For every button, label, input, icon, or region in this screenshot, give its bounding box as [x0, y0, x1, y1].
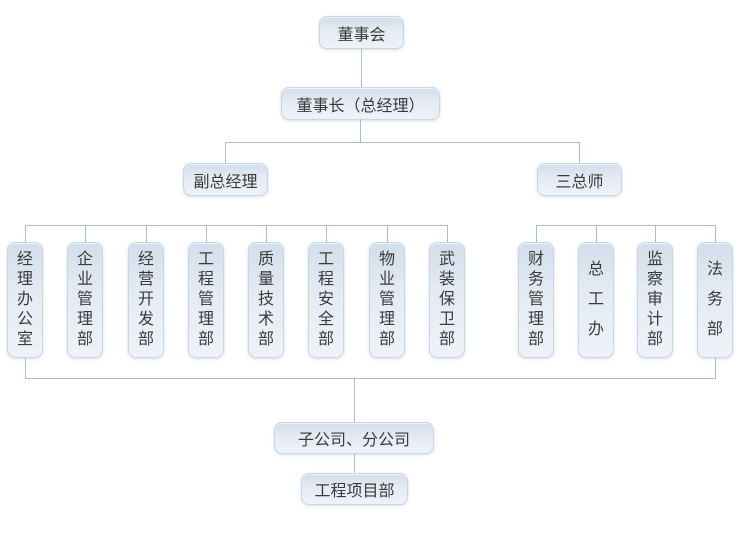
- org-node-dept-armed-security: 武装保卫部: [429, 242, 465, 358]
- org-node-dept-enterprise-mgmt: 企业管理部: [67, 242, 103, 358]
- connector-line: [715, 225, 716, 242]
- org-node-dept-supervision-audit: 监察审计部: [637, 242, 673, 358]
- connector-line: [655, 225, 656, 242]
- connector-line: [25, 378, 716, 379]
- org-node-board: 董事会: [319, 16, 404, 49]
- connector-line: [25, 358, 26, 378]
- connector-line: [25, 225, 26, 242]
- connector-line: [225, 142, 580, 143]
- org-node-dept-legal-affairs: 法务部: [697, 242, 733, 358]
- connector-line: [354, 378, 355, 422]
- org-node-subsidiaries: 子公司、分公司: [274, 422, 434, 454]
- org-node-dept-chief-engineer-office: 总工办: [578, 242, 614, 358]
- org-node-dept-engineering-safety: 工程安全部: [308, 242, 344, 358]
- connector-line: [360, 120, 361, 142]
- connector-line: [536, 225, 537, 242]
- connector-line: [715, 358, 716, 378]
- org-node-chief-engineers: 三总师: [537, 163, 622, 196]
- org-node-dept-engineering-mgmt: 工程管理部: [188, 242, 224, 358]
- connector-line: [225, 142, 226, 163]
- connector-line: [25, 225, 448, 226]
- org-node-dept-quality-tech: 质量技术部: [248, 242, 284, 358]
- connector-line: [387, 225, 388, 242]
- connector-line: [536, 225, 716, 226]
- org-node-chairman: 董事长（总经理）: [281, 87, 440, 120]
- connector-line: [326, 225, 327, 242]
- org-node-deputy-gm: 副总经理: [183, 163, 268, 196]
- connector-line: [85, 225, 86, 242]
- connector-line: [206, 225, 207, 242]
- org-node-dept-property-mgmt: 物业管理部: [369, 242, 405, 358]
- connector-line: [579, 142, 580, 163]
- org-node-dept-business-dev: 经营开发部: [128, 242, 164, 358]
- connector-line: [266, 225, 267, 242]
- connector-line: [146, 225, 147, 242]
- org-node-dept-manager-office: 经理办公室: [7, 242, 43, 358]
- org-node-project-dept: 工程项目部: [301, 473, 408, 505]
- connector-line: [596, 225, 597, 242]
- connector-line: [447, 225, 448, 242]
- connector-line: [361, 49, 362, 87]
- org-node-dept-finance-mgmt: 财务管理部: [518, 242, 554, 358]
- connector-line: [354, 454, 355, 473]
